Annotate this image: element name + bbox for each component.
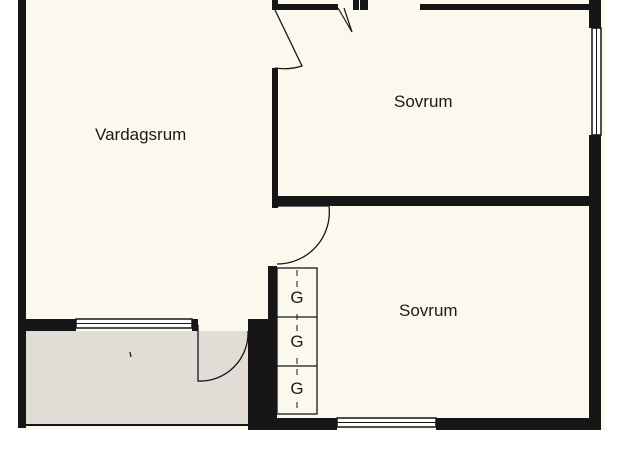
room-label-living: Vardagsrum — [95, 125, 187, 144]
central-wall-lower — [268, 266, 277, 430]
balcony-door-swing — [197, 325, 249, 382]
wardrobe-bg-3 — [287, 378, 307, 400]
wardrobe-label-2: G — [290, 332, 304, 351]
wardrobe-bg-2 — [287, 331, 307, 353]
central-wall-mid — [272, 68, 278, 208]
bedroom-top-door-swing — [274, 9, 303, 70]
wardrobe-label-3: G — [290, 379, 304, 398]
wardrobe-bg-1 — [287, 287, 307, 309]
left-outer-wall — [18, 0, 26, 428]
balcony-door-jamb — [192, 319, 198, 331]
top-wall-segment-a — [272, 4, 338, 10]
right-outer-wall-lower — [589, 135, 601, 429]
top-wall-segment-b — [353, 0, 359, 10]
balcony — [24, 331, 248, 425]
top-wall-segment-c — [420, 4, 601, 10]
bedroom-bottom-door-swing — [276, 205, 330, 265]
wardrobe-label-1: G — [290, 288, 304, 307]
hall-door-swing — [337, 7, 353, 33]
central-wall-top — [272, 0, 278, 6]
balcony-wall-left — [18, 319, 76, 331]
top-wall-stub — [360, 0, 368, 10]
bedroom-divider-wall — [272, 196, 601, 206]
bottom-outer-wall-right — [436, 418, 601, 430]
room-label-bedroom-bottom: Sovrum — [399, 301, 458, 320]
balcony-mark — [129, 351, 132, 358]
room-label-bedroom-top: Sovrum — [394, 92, 453, 111]
